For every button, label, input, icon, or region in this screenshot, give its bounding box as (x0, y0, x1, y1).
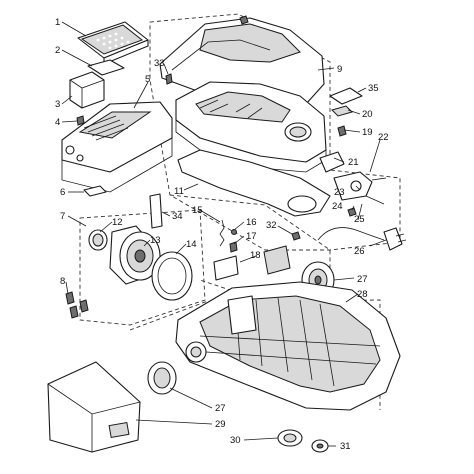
callout-15: 15 (192, 205, 203, 216)
part-8-screws (65, 291, 89, 319)
leader-lines (61, 21, 387, 447)
part-26-power-cord (317, 227, 407, 251)
callout-23: 23 (334, 187, 345, 198)
callout-25: 25 (354, 214, 365, 225)
callout-labels: 1 2 3 4 5 6 7 8 9 11 12 13 14 15 16 17 1… (55, 17, 389, 452)
part-27-wheel-front (147, 361, 177, 395)
callout-8: 8 (60, 276, 65, 287)
part-6-pad (83, 185, 107, 197)
part-35-filter (329, 87, 363, 105)
callout-2: 2 (55, 45, 60, 56)
callout-13: 13 (150, 235, 161, 246)
filter-square (263, 245, 291, 275)
part-22-25-cord-reel-parts (333, 171, 387, 217)
part-15-spring (219, 219, 225, 247)
callout-31: 31 (340, 441, 351, 452)
callout-22: 22 (378, 132, 389, 143)
callout-33: 33 (154, 58, 165, 69)
part-30-caster (277, 429, 303, 447)
callout-16: 16 (246, 217, 257, 228)
part-17-clip (229, 241, 238, 253)
callout-18: 18 (250, 250, 261, 261)
part-16-screw (231, 229, 237, 235)
part-2-filter-pad (87, 59, 125, 76)
part-13-motor (109, 225, 161, 285)
callout-27-lower: 27 (215, 403, 226, 414)
part-14-motor-gasket (151, 251, 193, 301)
callout-28: 28 (357, 289, 368, 300)
callout-3: 3 (55, 99, 60, 110)
callout-21: 21 (348, 157, 359, 168)
part-20-pad (331, 105, 353, 117)
callout-9: 9 (337, 64, 342, 75)
group-outline-motor (79, 209, 206, 326)
callout-5: 5 (145, 74, 150, 85)
part-31-caster-wheel (311, 439, 329, 453)
callout-26: 26 (354, 246, 365, 257)
part-21-bracket (319, 151, 345, 173)
callout-7: 7 (60, 211, 65, 222)
callout-19: 19 (362, 127, 373, 138)
part-5-lid-frame (61, 101, 173, 193)
callout-30: 30 (230, 435, 241, 446)
callout-34: 34 (172, 211, 183, 222)
callout-35: 35 (368, 83, 379, 94)
callout-29: 29 (215, 419, 226, 430)
callout-32: 32 (266, 220, 277, 231)
part-34-bracket (149, 193, 163, 229)
part-9-top-cover (159, 15, 325, 105)
part-12-motor-mount (88, 229, 108, 251)
callout-17: 17 (246, 231, 257, 242)
part-3-exhaust-housing (69, 71, 105, 109)
callout-20: 20 (362, 109, 373, 120)
part-18-bracket (213, 255, 239, 281)
callout-6: 6 (60, 187, 65, 198)
part-28-canister-base (175, 281, 401, 411)
callout-12: 12 (112, 217, 123, 228)
handle-assembly (175, 81, 327, 173)
part-33-screw (165, 73, 173, 85)
callout-1: 1 (55, 17, 60, 28)
callout-24: 24 (332, 201, 343, 212)
callout-27-upper: 27 (357, 274, 368, 285)
part-19-pin (337, 125, 347, 137)
callout-11: 11 (174, 186, 184, 197)
callout-14: 14 (186, 239, 197, 250)
part-11-wheel-hub (287, 195, 317, 213)
part-32-clip (291, 231, 301, 241)
part-1-filter-cover (77, 21, 149, 65)
callout-4: 4 (55, 117, 60, 128)
part-29-dust-bag (47, 361, 141, 453)
